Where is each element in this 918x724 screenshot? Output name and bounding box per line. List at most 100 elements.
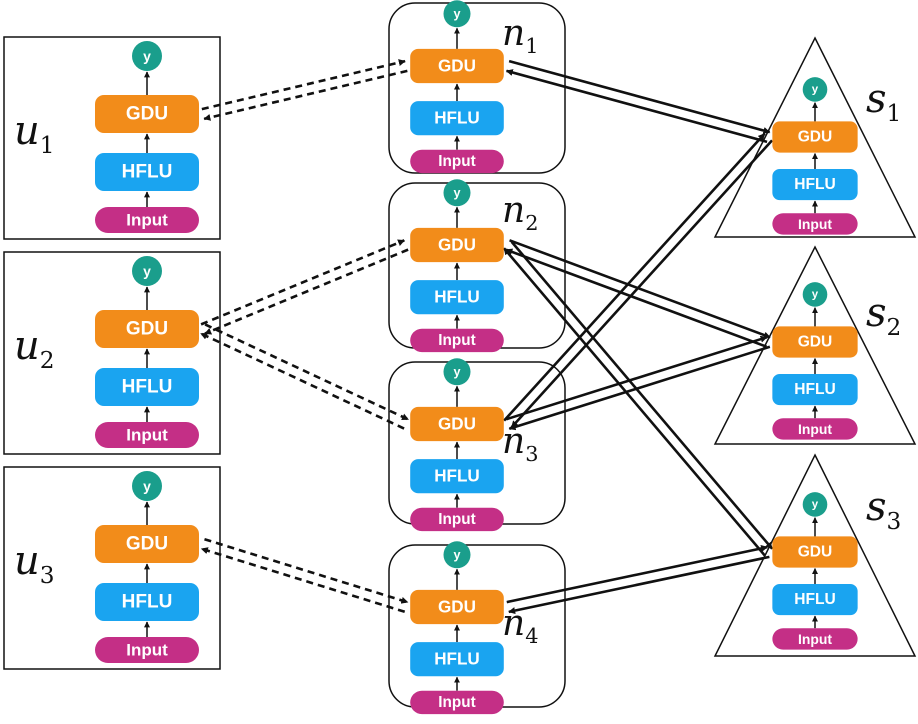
- n4-box: [388, 544, 566, 708]
- n4-to-u3-arrow: [200, 547, 406, 614]
- u1-to-n1-arrow: [201, 59, 406, 111]
- hflu-label: HFLU: [794, 591, 836, 608]
- gdu-block: [772, 326, 858, 358]
- gdu-label: GDU: [438, 236, 476, 255]
- n2-subscript: 2: [525, 211, 538, 235]
- hflu-label: HFLU: [122, 592, 173, 613]
- gdu-block: [410, 48, 504, 84]
- y-output-circle: [132, 256, 162, 286]
- u1-subscript: 1: [40, 132, 55, 159]
- gdu-label: GDU: [126, 104, 168, 125]
- n1-label: n1: [502, 13, 538, 58]
- hflu-label: HFLU: [434, 467, 480, 486]
- gdu-label: GDU: [798, 544, 833, 561]
- hflu-block: [95, 583, 199, 621]
- s3-to-n4-arrow: [508, 555, 770, 615]
- u1-box: [3, 36, 221, 240]
- input-label: Input: [126, 426, 168, 445]
- s2-label: s2: [866, 290, 901, 341]
- input-label: Input: [438, 153, 475, 170]
- gdu-label: GDU: [126, 534, 168, 555]
- hflu-label: HFLU: [794, 176, 836, 193]
- y-output-circle: [802, 492, 828, 517]
- s3-label: s3: [866, 484, 901, 535]
- y-label: y: [453, 365, 460, 379]
- gdu-label: GDU: [126, 319, 168, 340]
- n2-box: [388, 182, 566, 349]
- n3-box: [388, 361, 566, 525]
- n3-to-u2-arrow: [200, 332, 405, 430]
- gdu-block: [410, 589, 504, 625]
- y-label: y: [143, 263, 151, 279]
- y-label: y: [143, 48, 151, 64]
- gdu-block: [95, 95, 199, 133]
- s1-subscript: 1: [887, 100, 902, 127]
- hflu-block: [95, 153, 199, 191]
- n1-to-u1-arrow: [203, 69, 408, 121]
- y-label: y: [453, 7, 460, 21]
- hflu-block: [95, 368, 199, 406]
- y-label: y: [453, 548, 460, 562]
- gdu-label: GDU: [438, 415, 476, 434]
- input-block: [410, 149, 504, 174]
- hflu-label: HFLU: [434, 109, 480, 128]
- n1-to-s1-arrow: [508, 59, 771, 134]
- y-output-circle: [132, 471, 162, 501]
- n2-to-s3-arrow: [510, 240, 774, 550]
- n3-to-s2-arrow: [505, 335, 768, 421]
- hflu-label: HFLU: [794, 381, 836, 398]
- s3-to-n2-arrow: [502, 247, 766, 557]
- input-label: Input: [438, 511, 475, 528]
- y-output-circle: [443, 358, 471, 386]
- s1-label: s1: [866, 76, 901, 127]
- s2-subscript: 2: [887, 314, 902, 341]
- u3-subscript: 3: [40, 562, 55, 589]
- input-label: Input: [438, 332, 475, 349]
- u2-to-n2-arrow: [200, 239, 405, 326]
- y-output-circle: [443, 541, 471, 569]
- y-label: y: [453, 186, 460, 200]
- u3-box: [3, 466, 221, 670]
- hflu-label: HFLU: [122, 377, 173, 398]
- hflu-label: HFLU: [122, 162, 173, 183]
- hflu-label: HFLU: [434, 288, 480, 307]
- gdu-block: [95, 525, 199, 563]
- input-block: [410, 690, 504, 715]
- input-block: [95, 637, 199, 663]
- hflu-block: [772, 373, 858, 406]
- n4-subscript: 4: [525, 624, 538, 648]
- input-block: [772, 213, 858, 235]
- n2-to-u2-arrow: [204, 248, 409, 335]
- gdu-label: GDU: [438, 57, 476, 76]
- s2-to-n3-arrow: [508, 345, 771, 431]
- n3-to-s1-arrow: [503, 132, 766, 422]
- links-layer: [200, 59, 774, 615]
- n1-subscript: 1: [525, 34, 538, 58]
- y-output-circle: [802, 77, 828, 102]
- gdu-block: [410, 406, 504, 442]
- hflu-block: [410, 101, 504, 136]
- s2-to-n2-arrow: [505, 248, 768, 348]
- y-label: y: [143, 478, 151, 494]
- y-label: y: [812, 288, 819, 300]
- input-block: [95, 207, 199, 233]
- input-label: Input: [126, 211, 168, 230]
- input-block: [410, 507, 504, 532]
- hflu-block: [410, 459, 504, 494]
- input-label: Input: [798, 421, 832, 437]
- stacks-layer: yGDUHFLUInputyGDUHFLUInputyGDUHFLUInputy…: [95, 0, 858, 715]
- y-output-circle: [443, 0, 471, 28]
- n2-to-s2-arrow: [509, 239, 771, 339]
- n4-to-s3-arrow: [506, 544, 769, 604]
- y-label: y: [812, 83, 819, 95]
- input-block: [772, 628, 858, 650]
- hflu-block: [410, 642, 504, 677]
